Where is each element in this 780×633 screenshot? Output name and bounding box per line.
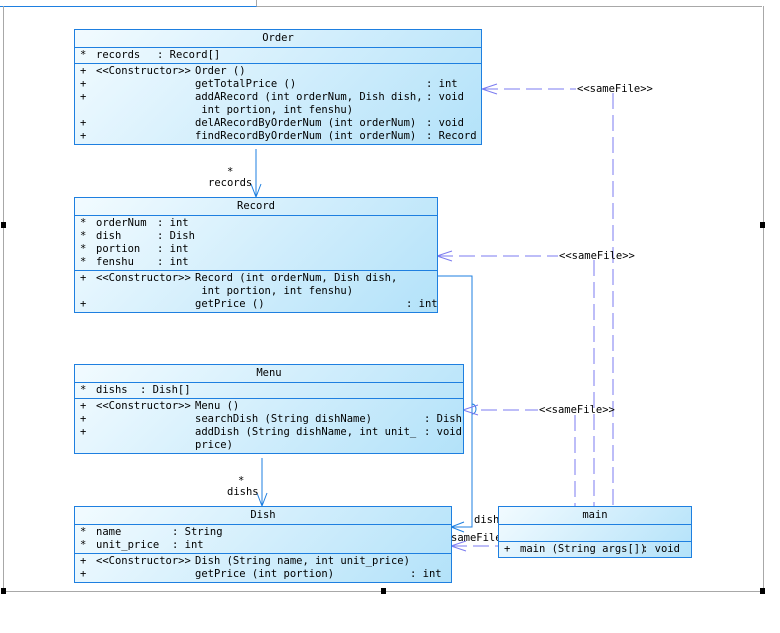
attribute-row: * records : Record[]	[80, 49, 221, 61]
operation-row: + addDish (String dishName, int unit_ : …	[80, 426, 462, 438]
class-dish[interactable]: Dish * name : String * unit_price : int …	[74, 506, 452, 583]
operation-row-continuation: int portion, int fenshu)	[195, 285, 354, 297]
menu-dish-multiplicity: *	[238, 475, 245, 487]
order-record-multiplicity: *	[227, 166, 234, 178]
dependency-label-menu: <<sameFile>>	[539, 404, 615, 416]
class-name: Dish	[75, 507, 451, 525]
attributes-section: * records : Record[]	[75, 48, 481, 64]
attributes-section: * name : String * unit_price : int	[75, 525, 451, 554]
attribute-row: * name : String	[80, 526, 223, 538]
resize-handle-right[interactable]	[760, 222, 765, 228]
canvas-tab	[0, 0, 257, 7]
dependency-label-record: <<sameFile>>	[559, 250, 635, 262]
resize-handle-bottom[interactable]	[381, 588, 386, 594]
operation-row: + <<Constructor>> Record (int orderNum, …	[80, 272, 398, 284]
class-order[interactable]: Order * records : Record[] + <<Construct…	[74, 29, 482, 145]
record-dish-role: dish	[474, 514, 500, 526]
attribute-row: * orderNum : int	[80, 217, 189, 229]
operation-row: + getPrice (int portion) : int	[80, 568, 442, 580]
operation-row: + addARecord (int orderNum, Dish dish, :…	[80, 91, 464, 103]
class-name: main	[499, 507, 691, 525]
operation-row: + <<Constructor>> Menu ()	[80, 400, 240, 412]
dependency-label-order: <<sameFile>>	[577, 83, 653, 95]
order-record-role: records	[208, 177, 253, 189]
class-main[interactable]: main + main (String args[]) : void	[498, 506, 692, 558]
association-menu-dish[interactable]	[256, 458, 268, 508]
class-menu[interactable]: Menu * dishs : Dish[] + <<Constructor>> …	[74, 364, 464, 454]
attribute-row: * dish : Dish	[80, 230, 195, 242]
operation-row-continuation: price)	[195, 439, 233, 451]
operation-row: + delARecordByOrderNum (int orderNum) : …	[80, 117, 464, 129]
resize-handle-left[interactable]	[1, 222, 6, 228]
dependency-label-dish: sameFile	[451, 532, 502, 544]
attribute-row: * unit_price : int	[80, 539, 204, 551]
operations-section: + <<Constructor>> Menu () + searchDish (…	[75, 399, 463, 453]
operation-row: + main (String args[]) : void	[504, 543, 680, 555]
class-name: Order	[75, 30, 481, 48]
association-order-record[interactable]	[250, 149, 262, 199]
operation-row: + getTotalPrice () : int	[80, 78, 458, 90]
attributes-section: * orderNum : int * dish : Dish * portion…	[75, 216, 437, 271]
arrowhead-order	[480, 83, 498, 95]
operation-row: + searchDish (String dishName) : Dish	[80, 413, 462, 425]
operations-section: + <<Constructor>> Order () + getTotalPri…	[75, 64, 481, 144]
operation-row: + <<Constructor>> Dish (String name, int…	[80, 555, 410, 567]
attribute-row: * portion : int	[80, 243, 189, 255]
operation-row-continuation: int portion, int fenshu)	[195, 104, 354, 116]
operations-section: + <<Constructor>> Dish (String name, int…	[75, 554, 451, 582]
attribute-row: * dishs : Dish[]	[80, 384, 191, 396]
resize-handle-bottom-left[interactable]	[1, 588, 6, 594]
operation-row: + getPrice () : int	[80, 298, 438, 310]
attribute-row: * fenshu : int	[80, 256, 189, 268]
class-name: Record	[75, 198, 437, 216]
class-name: Menu	[75, 365, 463, 383]
operation-row: + findRecordByOrderNum (int orderNum) : …	[80, 130, 477, 142]
operation-row: + <<Constructor>> Order ()	[80, 65, 246, 77]
operations-section: + main (String args[]) : void	[499, 542, 691, 557]
operations-section: + <<Constructor>> Record (int orderNum, …	[75, 271, 438, 312]
resize-handle-bottom-right[interactable]	[760, 588, 765, 594]
canvas-top-border	[257, 6, 762, 7]
menu-dish-role: dishs	[227, 486, 259, 498]
attributes-section	[499, 525, 691, 542]
class-record[interactable]: Record * orderNum : int * dish : Dish * …	[74, 197, 438, 313]
attributes-section: * dishs : Dish[]	[75, 383, 463, 399]
